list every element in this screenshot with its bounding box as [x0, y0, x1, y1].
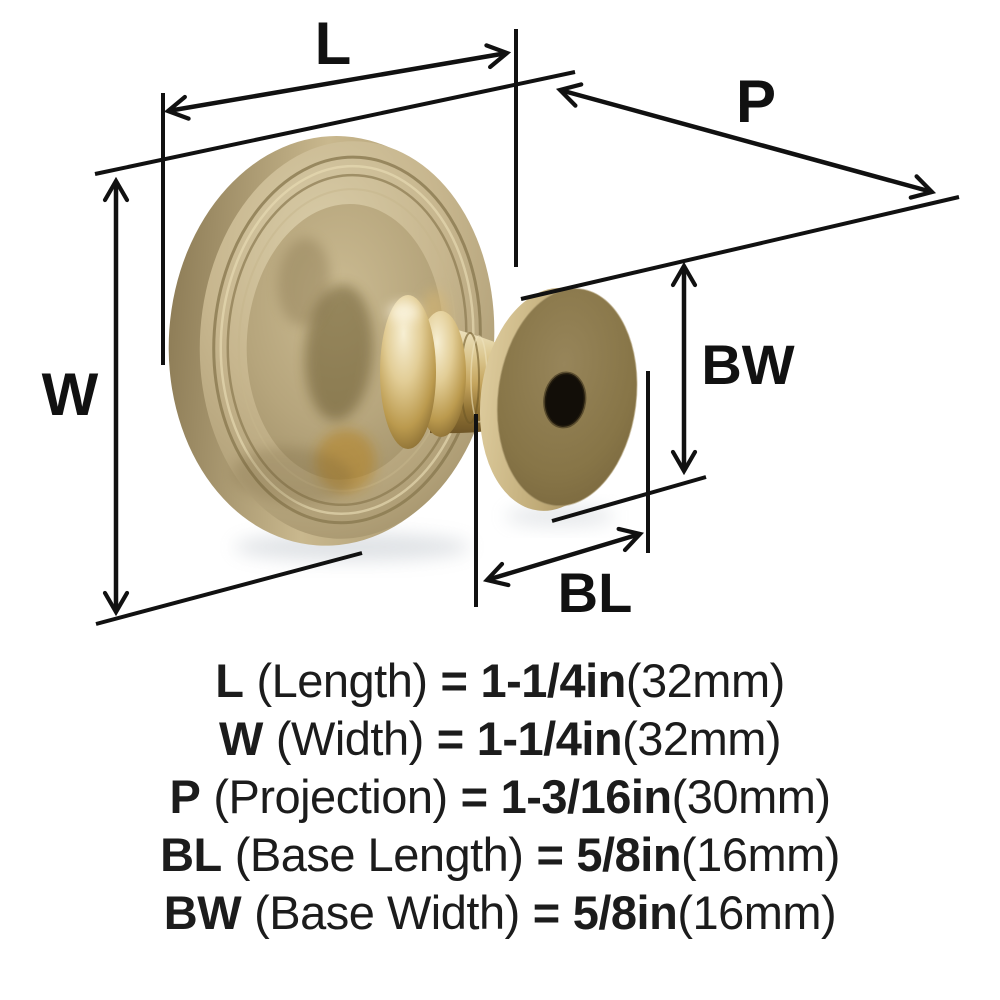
spec-term: P — [169, 770, 201, 823]
label-length: L — [315, 10, 352, 77]
label-base-length: BL — [558, 561, 633, 624]
spec-equals: = — [460, 770, 488, 823]
dim-line-base-length — [487, 534, 640, 580]
stem-torus-highlight — [388, 303, 420, 321]
knob-illustration — [168, 136, 638, 546]
dimension-labels: L P W BW BL — [42, 10, 795, 624]
spec-name: (Length) — [256, 654, 428, 707]
dim-line-projection — [560, 90, 932, 192]
spec-name: (Base Length) — [234, 828, 524, 881]
stem-torus — [380, 295, 436, 449]
spec-value: 1-3/16in — [500, 770, 673, 823]
spec-metric: (32mm) — [622, 712, 782, 765]
dome-shade-bottom — [232, 447, 353, 504]
label-projection: P — [736, 68, 776, 135]
ext-line-bw-bottom — [551, 475, 707, 523]
knob-dimension-drawing: L P W BW BL — [42, 10, 960, 626]
spec-metric: (16mm) — [681, 828, 840, 881]
spec-value: 1-1/4in — [476, 712, 623, 765]
ext-line-w-bottom — [95, 551, 363, 626]
spec-line-projection: P(Projection)=1-3/16in(30mm) — [0, 768, 1000, 826]
spec-equals: = — [440, 654, 468, 707]
spec-name: (Projection) — [213, 770, 448, 823]
dim-line-length — [168, 53, 507, 111]
spec-term: L — [215, 654, 244, 707]
spec-value: 1-1/4in — [480, 654, 626, 707]
dome-reflection-dark — [304, 284, 374, 421]
extension-lines — [94, 29, 960, 626]
spec-metric: (30mm) — [671, 770, 831, 823]
spec-line-base-width: BW(Base Width)=5/8in(16mm) — [0, 884, 1000, 942]
screw-hole — [544, 373, 585, 427]
spec-term: BL — [160, 828, 222, 881]
spec-equals: = — [532, 886, 560, 939]
dome-reflection-dark-upper — [277, 237, 331, 326]
knob-base-disc — [479, 287, 638, 511]
spec-metric: (16mm) — [677, 886, 837, 939]
screw-hole-edge — [543, 371, 587, 429]
spec-line-width: W(Width)=1-1/4in(32mm) — [0, 710, 1000, 768]
ext-line-base-plane — [520, 195, 960, 301]
spec-term: BW — [163, 886, 242, 939]
spec-value: 5/8in — [576, 828, 682, 881]
dimension-spec-list: L(Length)=1-1/4in(32mm) W(Width)=1-1/4in… — [0, 652, 1000, 942]
spec-equals: = — [536, 828, 564, 881]
label-width: W — [42, 361, 99, 428]
spec-value: 5/8in — [572, 886, 678, 939]
spec-equals: = — [436, 712, 464, 765]
label-base-width: BW — [701, 333, 794, 396]
spec-name: (Base Width) — [254, 886, 520, 939]
spec-name: (Width) — [275, 712, 424, 765]
spec-metric: (32mm) — [625, 654, 785, 707]
spec-line-length: L(Length)=1-1/4in(32mm) — [0, 652, 1000, 710]
spec-line-base-length: BL(Base Length)=5/8in(16mm) — [0, 826, 1000, 884]
base-disc-face-edge — [496, 287, 638, 507]
dimension-lines — [116, 53, 932, 612]
spec-term: W — [218, 712, 263, 765]
